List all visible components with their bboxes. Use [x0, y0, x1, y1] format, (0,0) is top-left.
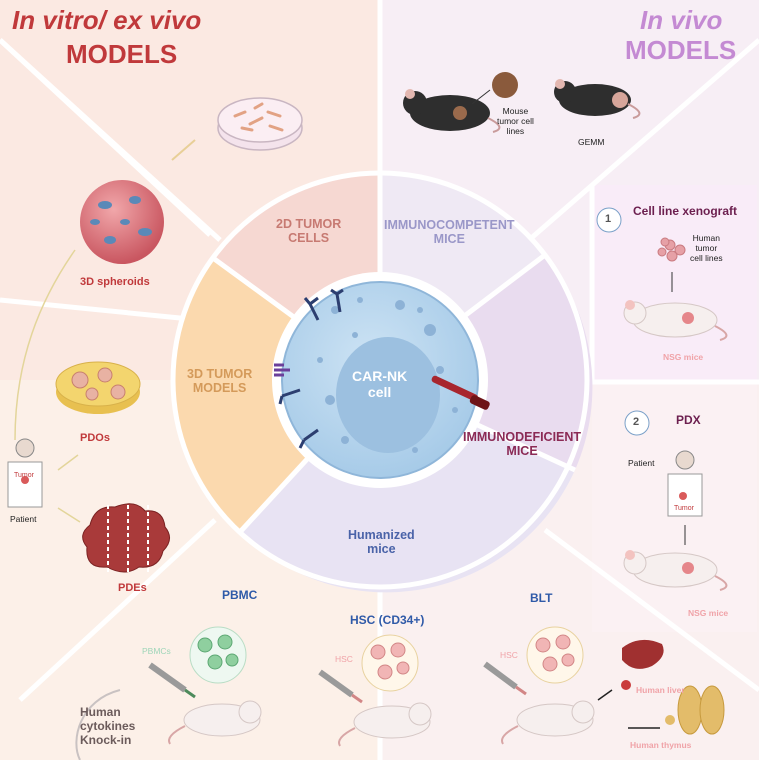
patient-label-left: Patient: [10, 514, 37, 524]
xenograft-nsg-label: NSG mice: [663, 352, 704, 362]
sector-label-immunodeficient: IMMUNODEFICIENT MICE: [463, 430, 582, 459]
patient-arrows: [14, 249, 81, 523]
mouse-hsc: [338, 702, 432, 747]
blt-hsc-label: HSC: [500, 650, 518, 660]
blt-title: BLT: [530, 591, 553, 605]
pdx-number: 2: [633, 416, 640, 428]
patient-figure-left: [7, 438, 43, 508]
tumor-cell-cluster: [492, 72, 518, 98]
sector-label-3d: 3D TUMOR MODELS: [187, 367, 253, 396]
left-title-line1: In vitro/ ex vivo: [12, 5, 202, 35]
blt-arrows: [597, 689, 660, 729]
liver-fragment: [621, 680, 631, 690]
gemm-label: GEMM: [578, 137, 605, 147]
syringe-hsc: [318, 669, 363, 704]
car-construct: [431, 375, 490, 410]
sector-label-humanized: Humanized mice: [348, 528, 415, 557]
ring-outline: [170, 170, 590, 590]
mouse-blt: [501, 700, 595, 745]
pdx-number-badge: [624, 410, 650, 436]
petri-dish: [217, 97, 303, 151]
pdx-tumor-tag: Tumor: [674, 505, 694, 512]
cell-label: CAR-NK cell: [352, 368, 408, 401]
knockin-label: Human cytokines Knock-in: [80, 705, 136, 747]
thymus-fragment: [665, 715, 675, 725]
pdo-dish: [55, 361, 141, 414]
blt-bubble: [526, 626, 584, 684]
nsg-mouse-pdx: [623, 550, 728, 591]
thymus-organ: [677, 685, 725, 735]
cell-granules: [317, 297, 458, 453]
pde-tissue: [82, 503, 170, 575]
mouse-pbmc: [168, 700, 262, 745]
right-title-line2: MODELS: [625, 35, 737, 65]
black-mouse-2: [554, 79, 641, 119]
black-mouse-1: [403, 89, 501, 133]
pdes-label: PDEs: [118, 582, 147, 594]
pdx-title: PDX: [676, 413, 701, 427]
pdx-nsg-label: NSG mice: [688, 608, 729, 618]
sector-label-2d: 2D TUMOR CELLS: [276, 217, 342, 246]
liver-organ: [622, 639, 664, 669]
pdos-label: PDOs: [80, 432, 110, 444]
xenograft-number: 1: [605, 213, 612, 225]
human-thymus-label: Human thymus: [630, 740, 692, 750]
spheroid: [80, 180, 164, 264]
human-tumor-lines-label: Human tumor cell lines: [690, 233, 723, 264]
human-tumor-cells: [657, 237, 686, 262]
syringe-blt: [483, 661, 527, 696]
patient-tumor-tag: Tumor: [14, 472, 34, 479]
pbmc-bubble: [189, 626, 247, 684]
human-liver-label: Human liver: [636, 685, 685, 695]
pbmcs-label: PBMCs: [142, 646, 171, 656]
left-title-line2: MODELS: [66, 39, 178, 69]
patient-figure-pdx: [667, 450, 703, 517]
hsc-label: HSC: [335, 654, 353, 664]
knockin-arc: [75, 689, 121, 760]
spheroids-label: 3D spheroids: [80, 276, 150, 288]
right-title-line1: In vivo: [640, 5, 723, 35]
cell-nucleus: [336, 337, 440, 453]
pdx-patient-label: Patient: [628, 458, 655, 468]
mouse-tumor-arrow: [471, 89, 491, 105]
mouse-tumor-lines-label: Mouse tumor cell lines: [497, 106, 534, 137]
syringe-pbmc: [148, 662, 196, 699]
hsc-title: HSC (CD34+): [350, 613, 425, 627]
xenograft-number-badge: [596, 207, 622, 233]
pbmc-title: PBMC: [222, 588, 258, 602]
hsc-bubble: [361, 634, 419, 692]
nsg-mouse-xenograft: [623, 300, 728, 341]
sector-label-immunocompetent: IMMUNOCOMPETENT MICE: [384, 218, 515, 247]
cell-receptors: [274, 288, 344, 449]
xenograft-title: Cell line xenograft: [633, 204, 738, 218]
arrow-dish-to-spheroid: [171, 139, 196, 161]
